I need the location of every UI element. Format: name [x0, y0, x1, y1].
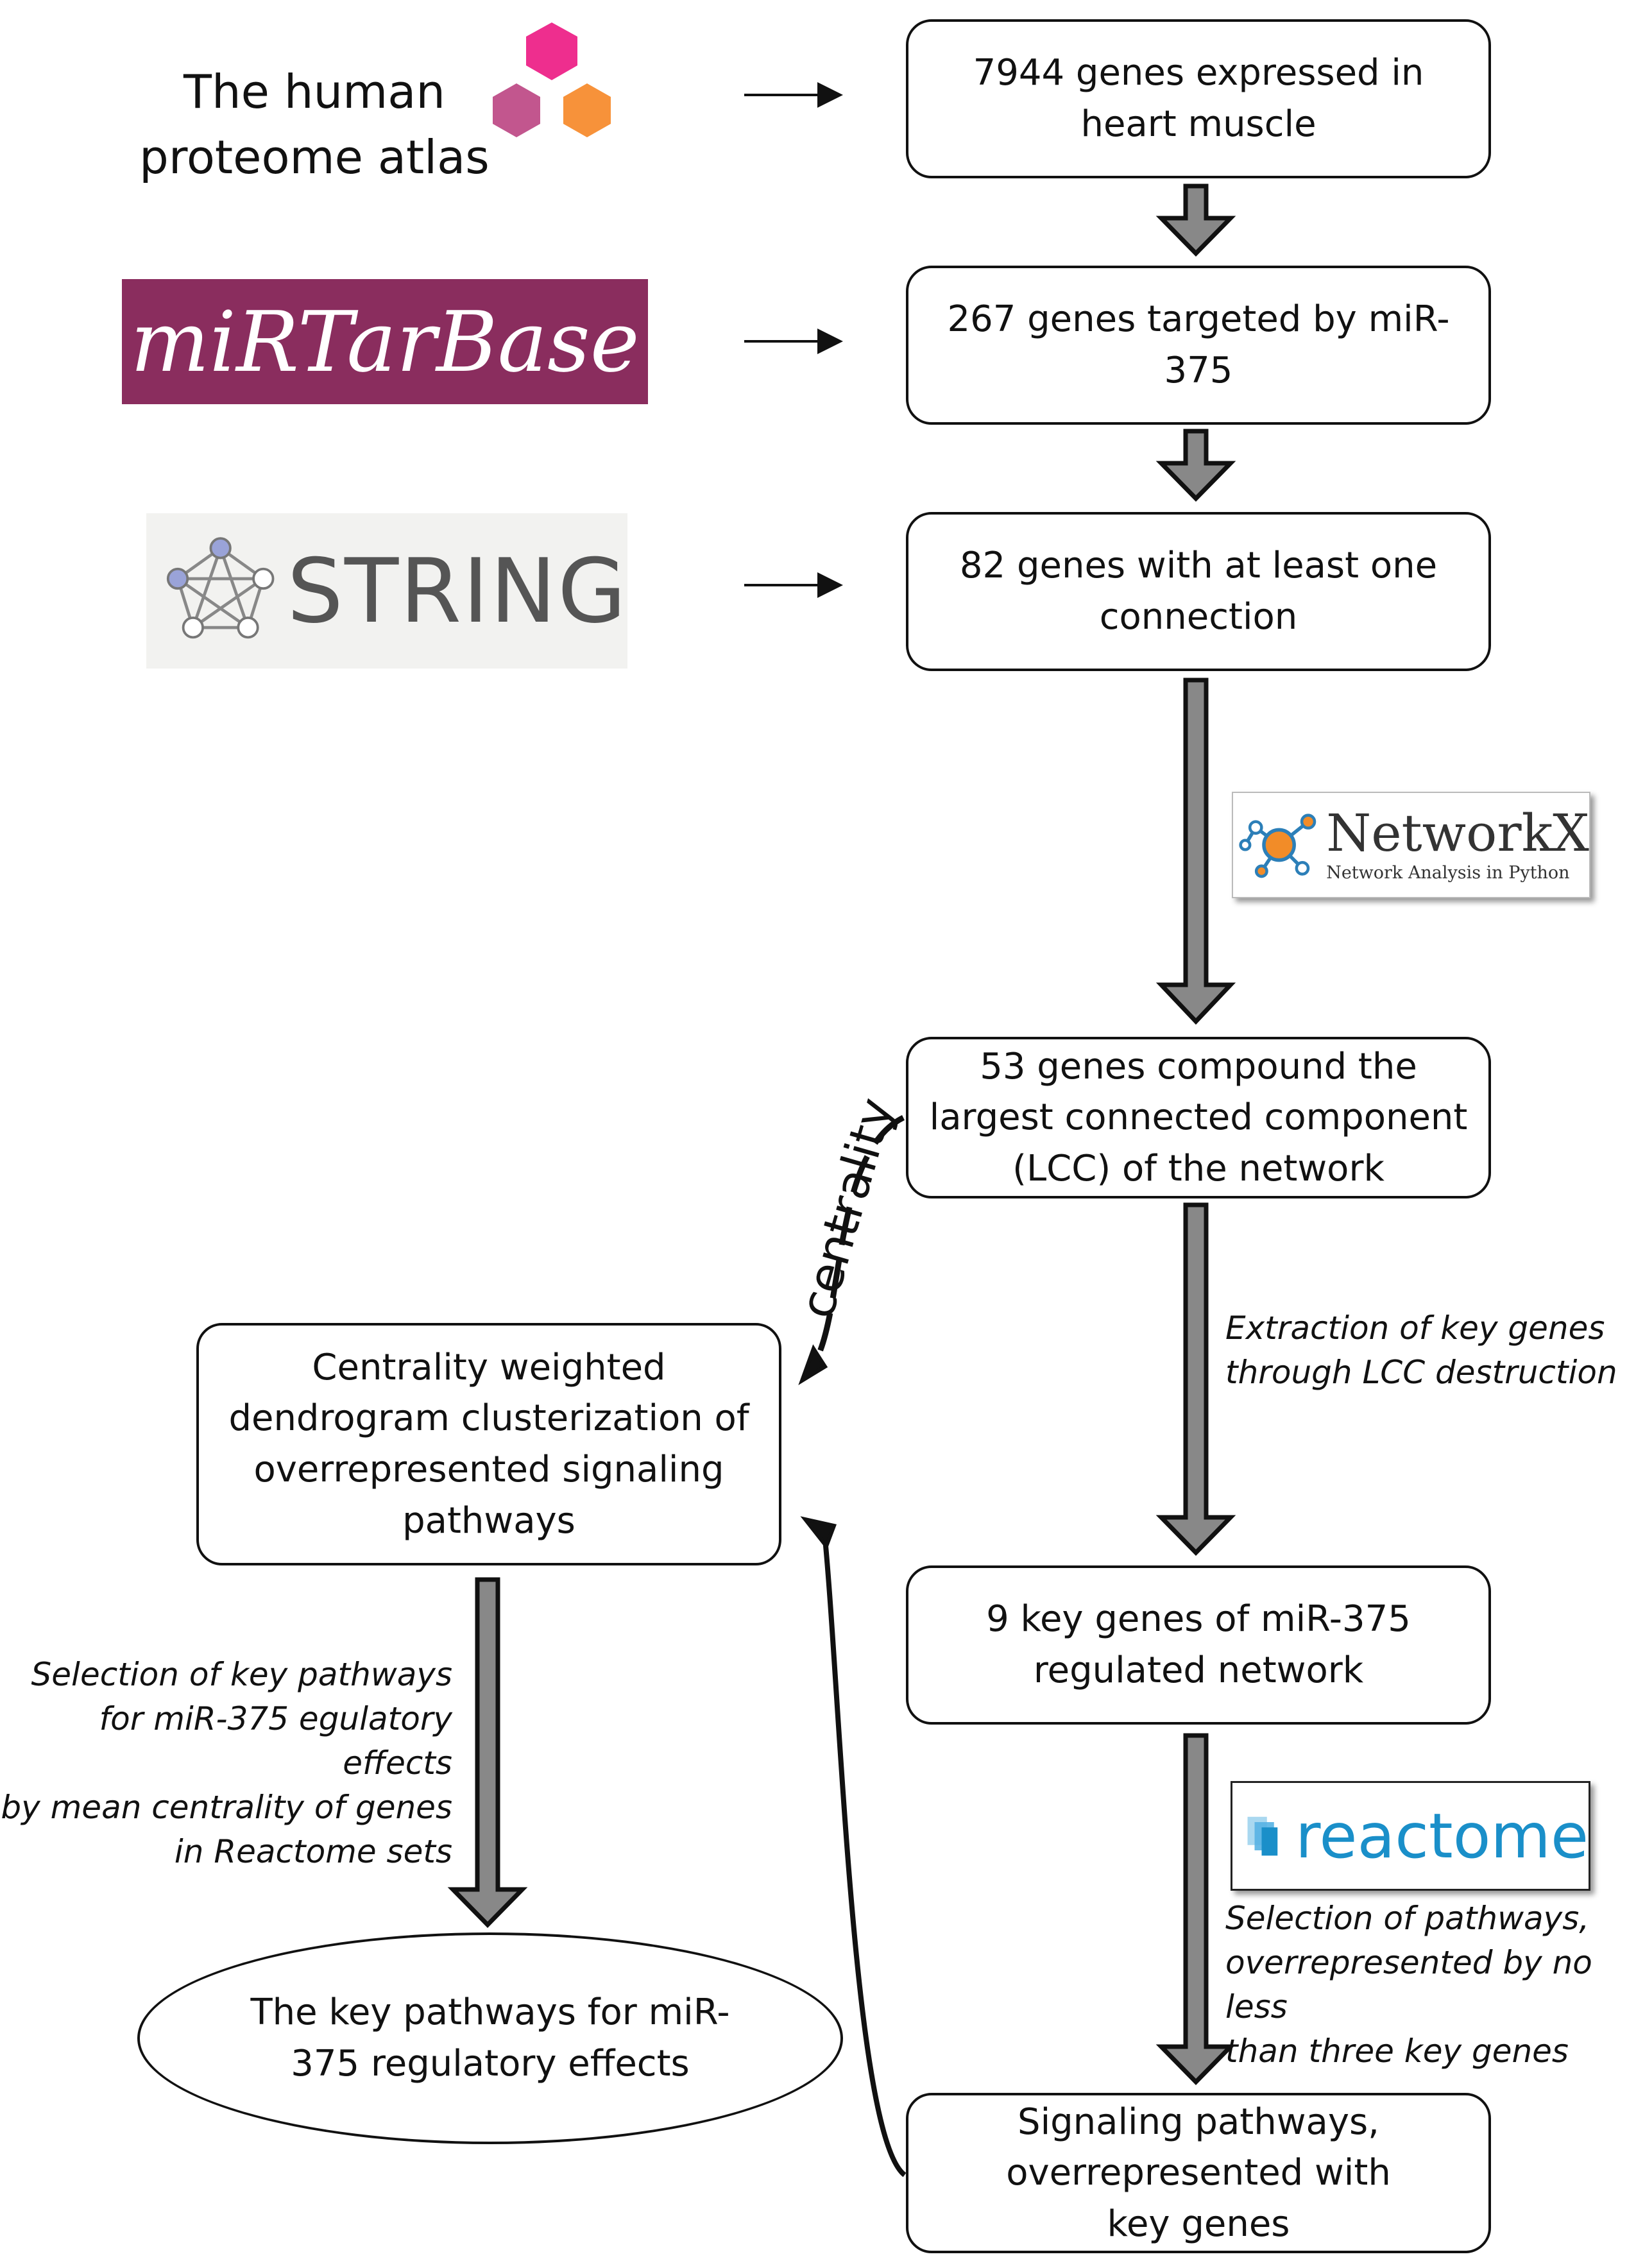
box-line: connection [1099, 596, 1298, 638]
box-line: Signaling pathways, [1018, 2101, 1379, 2143]
hpa-hexagon-icon [493, 22, 611, 137]
note-line: Extraction of key genes [1225, 1309, 1605, 1347]
box-line: pathways [402, 1499, 575, 1542]
note-key-pathway-selection: Selection of key pathways for miR-375 eg… [0, 1653, 452, 1874]
box-line: regulated network [1033, 1650, 1364, 1691]
block-arrow-b4-b5 [1155, 1202, 1236, 1556]
note-line: than three key genes [1225, 2033, 1569, 2070]
note-line: Selection of pathways, [1225, 1900, 1590, 1937]
box-line: 53 genes compound the [980, 1045, 1417, 1087]
box-key-genes: 9 key genes of miR-375 regulated network [906, 1565, 1491, 1725]
networkx-logo: NetworkX Network Analysis in Python [1232, 792, 1590, 898]
block-arrow-b5-b6 [1155, 1733, 1236, 2085]
mirtarbase-logo-text: miRTarBase [130, 293, 640, 391]
networkx-title: NetworkX [1326, 803, 1589, 863]
string-logo-text: STRING [287, 539, 627, 643]
box-line: key genes [1107, 2203, 1290, 2245]
centrality-arrowhead [798, 1344, 828, 1386]
feedback-arrowhead [800, 1516, 837, 1551]
feedback-curve [822, 1531, 907, 2178]
box-lcc-genes: 53 genes compound the largest connected c… [906, 1037, 1491, 1198]
note-line: by mean centrality of genes [1, 1789, 452, 1826]
box-line: overrepresented with [1006, 2152, 1391, 2194]
hpa-line2: proteome atlas [139, 130, 490, 185]
string-network-icon [166, 537, 275, 639]
networkx-graph-icon [1239, 814, 1316, 878]
block-arrow-b1-b2 [1155, 183, 1236, 257]
box-line: 375 regulatory effects [291, 2043, 690, 2085]
centrality-dashed-curve [805, 1114, 905, 1376]
note-line: overrepresented by no less [1225, 1944, 1592, 2025]
hpa-line1: The human [183, 65, 445, 119]
box-line: Centrality weighted [312, 1346, 666, 1388]
note-pathway-selection: Selection of pathways, overrepresented b… [1225, 1897, 1636, 2074]
hpa-logo-text: The human proteome atlas [135, 59, 494, 190]
box-line: dendrogram clusterization of [228, 1397, 749, 1440]
reactome-logo: reactome [1231, 1781, 1590, 1891]
box-targeted-genes: 267 genes targeted by miR-375 [906, 266, 1491, 425]
block-arrow-b7-b8 [447, 1577, 528, 1928]
box-line: (LCC) of the network [1012, 1147, 1385, 1189]
note-line: in Reactome sets [174, 1833, 452, 1870]
box-connected-genes: 82 genes with at least one connection [906, 512, 1491, 671]
reactome-cube-icon [1247, 1816, 1278, 1855]
box-signaling-pathways: Signaling pathways, overrepresented with k… [906, 2093, 1491, 2253]
box-line: 267 genes targeted by miR-375 [947, 298, 1450, 391]
string-logo: STRING [146, 513, 627, 669]
box-line: 82 genes with at least one [959, 545, 1438, 587]
box-line: 9 key genes of miR-375 [986, 1598, 1411, 1641]
ellipse-key-pathways: The key pathways for miR- 375 regulatory … [137, 1932, 843, 2144]
mirtarbase-logo: miRTarBase [122, 279, 648, 404]
note-line: for miR-375 egulatory effects [99, 1700, 452, 1782]
note-line: Selection of key pathways [31, 1656, 452, 1693]
block-arrow-b3-b4 [1155, 678, 1236, 1025]
note-lcc-destruction: Extraction of key genes through LCC dest… [1225, 1306, 1617, 1395]
box-expressed-genes: 7944 genes expressed in heart muscle [906, 19, 1491, 178]
reactome-logo-text: reactome [1295, 1800, 1589, 1872]
box-line: overrepresented signaling [253, 1449, 724, 1490]
box-line: largest connected component [929, 1096, 1468, 1139]
note-line: through LCC destruction [1225, 1354, 1617, 1391]
networkx-subtitle: Network Analysis in Python [1326, 862, 1570, 883]
box-line: heart muscle [1080, 103, 1316, 145]
box-line: The key pathways for miR- [250, 1991, 730, 2034]
block-arrow-b2-b3 [1155, 429, 1236, 502]
box-line: 7944 genes expressed in [973, 52, 1424, 94]
box-dendrogram-clusterization: Centrality weighted dendrogram clusteriza… [196, 1323, 781, 1565]
